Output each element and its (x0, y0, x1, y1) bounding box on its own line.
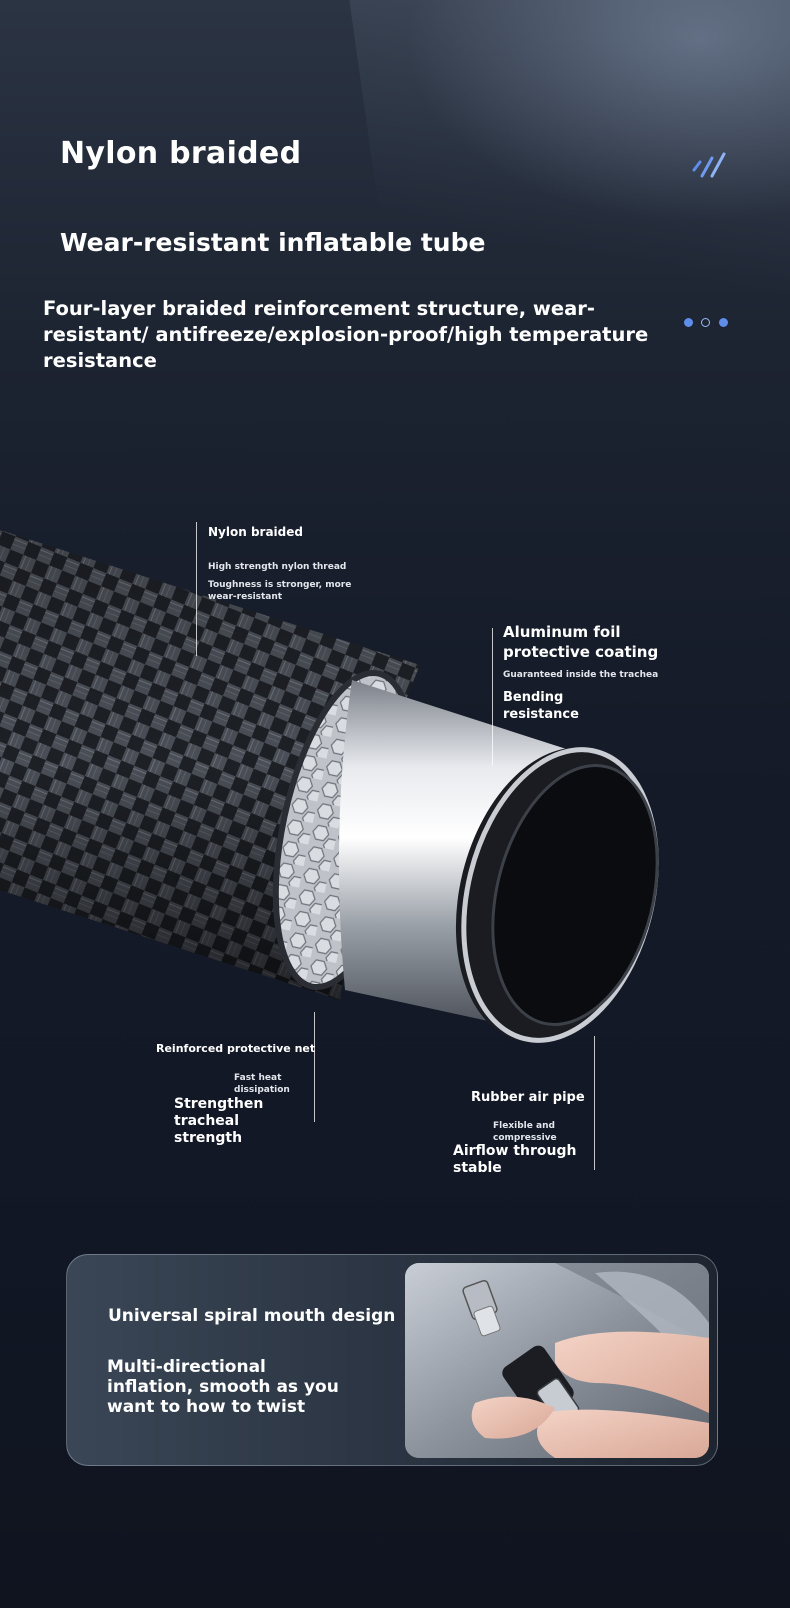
aluminum-callout-title: Aluminum foil protective coating (503, 623, 659, 661)
rubber-callout-line2: Airflow through stable (453, 1143, 577, 1176)
dot-icon (719, 318, 728, 327)
net-callout-title: Reinforced protective net (156, 1042, 316, 1055)
net-callout-line2: Strengthen tracheal strength (174, 1096, 264, 1146)
callout-line (196, 522, 197, 656)
page-description: Four-layer braided reinforcement structu… (43, 297, 649, 372)
valve-photo-illustration (405, 1263, 709, 1458)
net-callout-line1: Fast heat dissipation (234, 1073, 290, 1095)
double-slash-icon (692, 152, 726, 178)
rubber-callout-title: Rubber air pipe (471, 1090, 585, 1105)
aluminum-callout-line2: Bending resistance (503, 690, 579, 722)
dot-hollow-icon (701, 318, 710, 327)
page-subtitle: Wear-resistant inflatable tube (60, 228, 486, 257)
page-title: Nylon braided (60, 136, 302, 171)
dot-icon (684, 318, 693, 327)
hose-illustration (0, 530, 659, 1043)
nylon-callout-line1: High strength nylon thread (208, 562, 347, 572)
nylon-callout-line2: Toughness is stronger, more wear-resista… (208, 580, 352, 602)
feature-card-description: Multi-directional inflation, smooth as y… (107, 1357, 339, 1417)
valve-photo (405, 1263, 709, 1458)
callout-line (314, 1012, 315, 1122)
callout-line (492, 628, 493, 766)
rubber-callout-line1: Flexible and compressive (493, 1121, 557, 1143)
nylon-callout-title: Nylon braided (208, 525, 303, 539)
dots-decoration (684, 318, 730, 332)
feature-card-title: Universal spiral mouth design (108, 1306, 396, 1326)
callout-line (594, 1036, 595, 1170)
aluminum-callout-line1: Guaranteed inside the trachea (503, 670, 659, 680)
